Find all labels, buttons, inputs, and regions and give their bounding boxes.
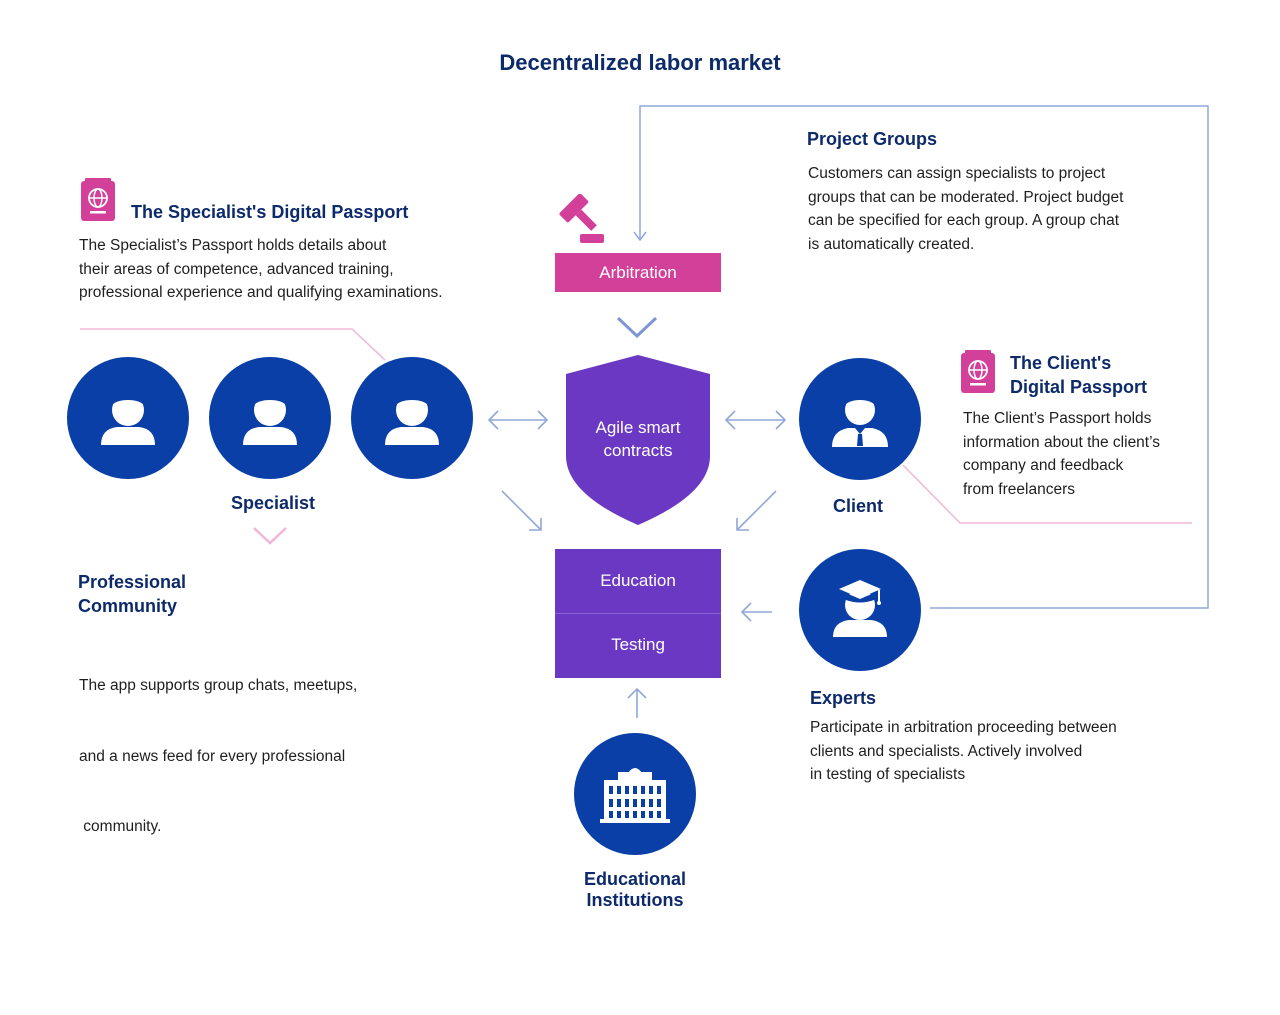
specialist-chevron [253,527,287,545]
specialist-education-arrow [501,490,542,531]
text-line: The Client's [1010,353,1112,373]
text-line: is automatically created. [808,235,975,253]
text-line: The Specialist’s Passport holds details … [79,237,387,254]
client-label: Client [832,496,883,516]
text-line: contracts [603,441,673,460]
text-line: community. [79,818,162,835]
client-passport-heading: The Client's Digital Passport [1010,351,1147,399]
page-title: Decentralized labor market [499,50,781,75]
person-icon [101,391,155,445]
specialist-avatar [209,357,331,479]
specialist-passport-connector [80,328,386,361]
smart-contracts-label: Agile smart contracts [563,416,713,462]
text-line: The Client’s Passport holds [963,410,1152,427]
text-line: Community [78,596,177,616]
experts-text: Participate in arbitration proceeding be… [810,716,1210,787]
institutions-avatar [574,733,696,855]
text-line: Digital Passport [1010,377,1148,397]
education-box: Education [555,549,721,613]
text-line: professional experience and qualifying e… [79,284,443,301]
text-line: their areas of competence, advanced trai… [79,260,394,278]
graduate-icon [833,580,887,637]
text-line: can be specified for each group. A group… [808,212,1120,229]
text-line: Institutions [586,890,684,910]
gavel-icon [559,194,604,243]
client-passport-connector [902,464,1192,524]
project-groups-arrowhead [633,231,647,242]
text-line: and a news feed for every professional [79,747,346,765]
contracts-client-arrow [724,410,787,430]
specialist-contracts-arrow [487,410,549,430]
specialist-passport-heading: The Specialist's Digital Passport [131,202,409,222]
project-groups-text: Customers can assign specialists to proj… [808,162,1188,256]
person-icon [243,391,297,445]
text-line: Professional [78,572,187,592]
text-line: information about the client’s [963,433,1161,451]
text-line: from freelancers [963,480,1075,498]
text-line: Agile smart [595,418,681,437]
experts-avatar [799,549,921,671]
text-line: company and feedback [963,457,1124,474]
passport-icon [81,178,115,221]
shield-icon [566,355,710,525]
text-line: clients and specialists. Actively involv… [810,742,1083,760]
specialist-avatar [67,357,189,479]
specialist-label: Specialist [230,493,316,513]
person-icon [385,391,439,445]
text-line: The app supports group chats, meetups, [79,677,358,694]
business-person-icon [832,392,888,447]
client-avatar [799,358,921,480]
arbitration-box: Arbitration [555,253,721,292]
text-line: Customers can assign specialists to proj… [808,165,1106,182]
arbitration-chevron [616,316,658,339]
testing-box: Testing [555,614,721,678]
institutions-testing-arrow [627,687,647,718]
project-groups-heading: Project Groups [807,129,938,149]
text-line: in testing of specialists [810,766,966,783]
specialist-passport-text: The Specialist’s Passport holds details … [79,234,499,305]
client-passport-text: The Client’s Passport holds information … [963,407,1223,501]
passport-icon [961,350,995,393]
box-divider [555,613,721,614]
institutions-label: Educational Institutions [555,869,715,911]
text-line: Educational [583,869,686,889]
experts-heading: Experts [810,688,877,708]
client-education-arrow [736,490,777,531]
text-line: groups that can be moderated. Project bu… [808,188,1124,206]
professional-community-heading: Professional Community [78,570,186,618]
experts-education-arrow [740,602,772,622]
specialist-avatar [351,357,473,479]
building-icon [600,768,670,823]
professional-community-text: The app supports group chats, meetups, a… [79,627,439,862]
text-line: Participate in arbitration proceeding be… [810,719,1117,736]
project-groups-connector [639,105,1209,609]
